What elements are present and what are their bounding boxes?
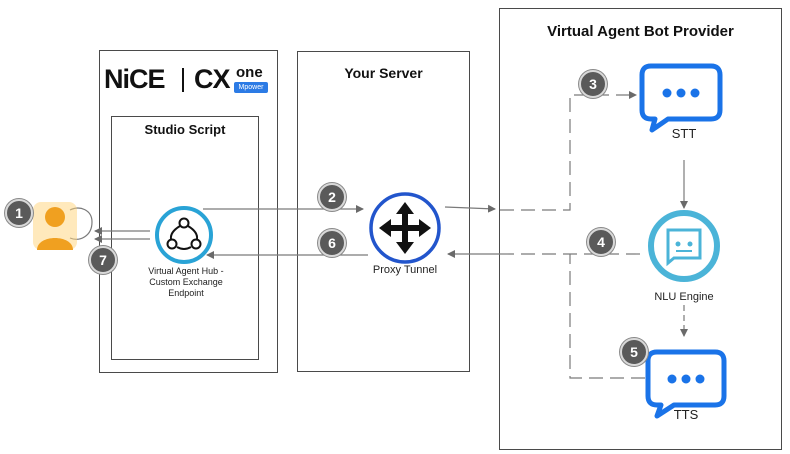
logo-cx-text: CX [194, 64, 231, 94]
step-badge-3: 3 [579, 70, 607, 98]
step-badge-4: 4 [587, 228, 615, 256]
step-badge-1: 1 [5, 199, 33, 227]
chat-bubble-icon [639, 63, 723, 133]
studio-script-title: Studio Script [144, 122, 226, 137]
move-arrows-icon [369, 192, 441, 264]
bot-provider-container: Virtual Agent Bot Provider [499, 8, 782, 450]
nice-cxone-logo: NiCE CX one Mpower [104, 62, 274, 98]
bot-provider-title: Virtual Agent Bot Provider [547, 23, 734, 40]
your-server-title: Your Server [344, 65, 423, 81]
logo-mpower-badge: Mpower [234, 82, 268, 93]
connector-to-stt [500, 91, 637, 211]
person-icon [33, 202, 77, 250]
proxy-label: Proxy Tunnel [372, 264, 438, 276]
hub-network-icon [155, 206, 213, 264]
step-badge-2: 2 [318, 183, 346, 211]
hub-label-line3: Endpoint [168, 288, 204, 298]
hub-label: Virtual Agent Hub - Custom Exchange Endp… [130, 266, 242, 299]
connector-tts-return [569, 254, 645, 379]
tts-label: TTS [673, 407, 699, 422]
nlu-chat-icon [648, 210, 720, 282]
connector-proxy-out [444, 204, 496, 213]
step-badge-6: 6 [318, 229, 346, 257]
chat-bubble-icon [645, 349, 727, 419]
step-badge-5: 5 [620, 338, 648, 366]
connector-person-loop [69, 207, 93, 240]
logo-separator [182, 68, 184, 92]
your-server-container: Your Server [297, 51, 470, 372]
hub-label-line1: Virtual Agent Hub - [148, 266, 224, 276]
hub-label-line2: Custom Exchange [149, 277, 223, 287]
cxone-container [99, 50, 278, 373]
logo-one-text: one [236, 64, 263, 81]
studio-script-container: Studio Script [111, 116, 259, 360]
logo-nice-text: NiCE [104, 64, 166, 94]
nlu-label: NLU Engine [654, 291, 714, 303]
step-badge-7: 7 [89, 246, 117, 274]
stt-label: STT [671, 126, 697, 141]
